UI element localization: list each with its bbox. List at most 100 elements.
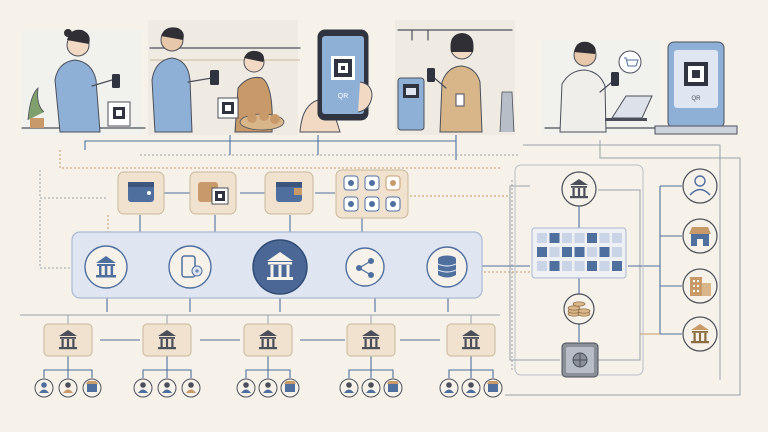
wallet-qr-icon <box>198 182 229 205</box>
bank-icon <box>259 330 277 350</box>
cart-icon <box>624 57 639 67</box>
band-node-database[interactable] <box>426 246 468 288</box>
user-icon <box>63 382 73 393</box>
office-building-icon <box>690 277 711 296</box>
phone-icon <box>210 70 219 85</box>
user-node[interactable] <box>339 378 359 398</box>
ledger-cell <box>587 261 597 271</box>
bank-icon <box>59 330 77 350</box>
storefront-icon <box>487 381 499 392</box>
endpoint-storefront[interactable] <box>682 218 718 254</box>
ledger-cell <box>562 261 572 271</box>
user-node[interactable] <box>133 378 153 398</box>
central-network-band <box>71 231 483 299</box>
store-node[interactable] <box>82 378 102 398</box>
storefront-icon <box>689 227 711 246</box>
app-grid-icon <box>343 175 401 212</box>
band-node-phone-pay[interactable] <box>168 245 212 289</box>
wallet-card-1[interactable] <box>117 171 165 215</box>
user-node[interactable] <box>34 378 54 398</box>
phone-icon <box>112 74 120 88</box>
wallet-row <box>117 169 409 219</box>
ledger-cell <box>537 233 547 243</box>
ledger-cell <box>549 261 560 271</box>
scene-woman-transit-kiosk <box>395 20 515 135</box>
storefront-icon <box>86 381 98 392</box>
scene-atm-qr-terminal: QR <box>654 41 738 135</box>
coin-stack-node[interactable] <box>563 293 595 325</box>
clearing-settlement-column <box>514 164 644 378</box>
band-node-bank[interactable] <box>84 245 128 289</box>
user-icon <box>263 382 273 393</box>
phone-icon <box>427 68 435 82</box>
user-node[interactable] <box>461 378 481 398</box>
user-icon <box>366 382 376 393</box>
user-node[interactable] <box>439 378 459 398</box>
ledger-cell <box>612 247 622 257</box>
clearing-bank-node[interactable] <box>561 171 597 207</box>
wallet-card-2[interactable] <box>189 171 237 215</box>
bank-icon <box>691 324 709 344</box>
ledger-cell <box>599 261 610 271</box>
ledger-cell <box>599 247 610 257</box>
user-icon <box>138 382 148 393</box>
ledger-cell <box>537 261 547 271</box>
ledger-cell <box>537 247 547 257</box>
wallet-icon <box>128 182 154 202</box>
user-icon <box>689 175 711 196</box>
regional-bank-5[interactable] <box>446 323 496 357</box>
ledger-cell <box>549 233 560 243</box>
user-node[interactable] <box>181 378 201 398</box>
ledger-cell <box>612 261 622 271</box>
bank-icon <box>362 330 380 350</box>
endpoint-office[interactable] <box>682 268 718 304</box>
user-node[interactable] <box>236 378 256 398</box>
phone-icon <box>611 72 619 86</box>
database-icon <box>437 255 457 278</box>
user-icon <box>444 382 454 393</box>
regional-bank-2[interactable] <box>142 323 192 357</box>
store-node[interactable] <box>483 378 503 398</box>
band-node-central-bank[interactable] <box>252 239 308 295</box>
user-icon <box>186 382 196 393</box>
user-icon <box>162 382 172 393</box>
store-node[interactable] <box>383 378 403 398</box>
user-node[interactable] <box>361 378 381 398</box>
phone-qr-label: QR <box>338 93 349 100</box>
user-icon <box>344 382 354 393</box>
ledger-cell <box>587 247 597 257</box>
store-node[interactable] <box>280 378 300 398</box>
wallet-card-apps[interactable] <box>335 169 409 219</box>
wallet-card-3[interactable] <box>264 171 314 215</box>
ledger-grid[interactable] <box>531 227 627 279</box>
scene-woman-phone-counter <box>21 29 146 135</box>
storefront-icon <box>284 381 296 392</box>
end-user-row <box>34 378 503 398</box>
regional-bank-3[interactable] <box>243 323 293 357</box>
user-node[interactable] <box>58 378 78 398</box>
ledger-cell <box>549 247 560 257</box>
user-icon <box>241 382 251 393</box>
vault-icon <box>561 342 599 378</box>
regional-bank-row <box>43 323 496 357</box>
regional-bank-4[interactable] <box>346 323 396 357</box>
endpoint-bank[interactable] <box>682 316 718 352</box>
bank-icon <box>96 256 116 278</box>
share-network-icon <box>356 258 374 278</box>
user-node[interactable] <box>157 378 177 398</box>
ledger-cell <box>574 261 585 271</box>
user-icon <box>39 382 49 393</box>
regional-bank-1[interactable] <box>43 323 93 357</box>
endpoint-user[interactable] <box>682 168 718 204</box>
ledger-cell <box>587 233 597 243</box>
scene-hand-phone-qr: QR <box>299 29 373 133</box>
ledger-cell <box>574 247 585 257</box>
ledger-cell <box>599 233 610 243</box>
ledger-cell <box>612 233 622 243</box>
band-node-share[interactable] <box>345 247 385 287</box>
user-node[interactable] <box>258 378 278 398</box>
ledger-cell <box>562 233 572 243</box>
vault-node[interactable] <box>561 342 599 378</box>
ledger-cell <box>562 247 572 257</box>
